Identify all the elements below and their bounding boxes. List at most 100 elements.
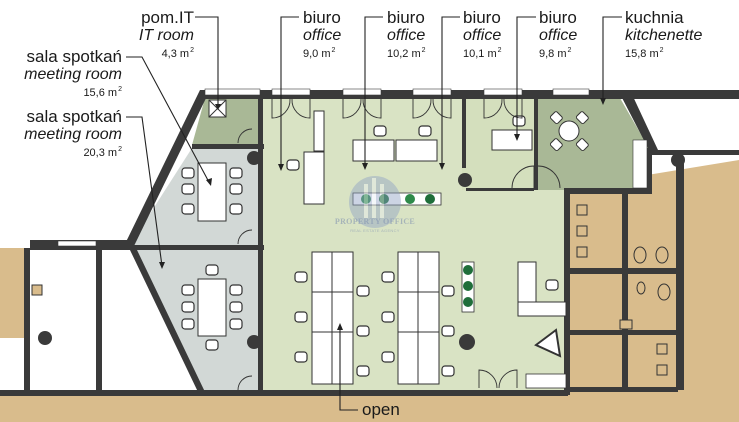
meeting-table: [197, 278, 227, 337]
room-area: 9,0 m2: [303, 47, 336, 60]
label-open-space: open: [362, 400, 400, 419]
room-area: 9,8 m2: [539, 47, 572, 60]
room-area: 15,8 m2: [625, 47, 664, 60]
column: [247, 151, 261, 165]
room-name-pl: kuchnia: [625, 8, 684, 27]
label-office-2: biuro office 10,2 m2: [387, 9, 426, 60]
arrowheads: [159, 98, 606, 330]
leader-lines: [126, 16, 622, 411]
window: [483, 88, 523, 96]
room-name-pl: biuro: [303, 8, 341, 27]
room-name-en: office: [463, 27, 502, 44]
office-4-south-wall: [466, 188, 534, 191]
kitchen-diagonal-wall: [618, 90, 658, 152]
kitchen-east-wall: [646, 148, 652, 194]
room-name-pl: biuro: [539, 8, 577, 27]
desk: [352, 139, 395, 162]
room-name-pl: sala spotkań: [26, 47, 122, 66]
label-meeting-room-1: sala spotkań meeting room 15,6 m2: [24, 48, 122, 99]
window: [271, 88, 311, 96]
room-name-en: office: [539, 27, 578, 44]
room-name-en: office: [387, 27, 426, 44]
label-office-1: biuro office 9,0 m2: [303, 9, 341, 60]
window: [412, 88, 452, 96]
restroom-cross-wall-2: [570, 330, 678, 335]
left-corridor-floor: [0, 248, 24, 338]
room-name-pl: biuro: [463, 8, 501, 27]
meeting-table: [197, 162, 227, 222]
chairs: [181, 115, 559, 377]
doors: [237, 98, 561, 391]
watermark-logo: [349, 176, 401, 228]
meeting-room-2-floor: [130, 250, 262, 392]
column: [671, 153, 685, 167]
left-partition: [96, 248, 102, 393]
desks: [303, 110, 567, 385]
label-office-4: biuro office 9,8 m2: [539, 9, 577, 60]
kitchen-south-wall: [564, 188, 650, 194]
cabinet: [313, 110, 325, 152]
office-partition-2: [534, 98, 538, 190]
window: [342, 88, 382, 96]
room-area: 15,6 m2: [83, 86, 122, 99]
room-name-en: IT room: [138, 27, 194, 44]
room-name-en: kitchenette: [625, 27, 703, 44]
fixtures: [525, 328, 567, 389]
room-name-pl: sala spotkań: [26, 107, 122, 126]
restroom-west-wall: [564, 190, 570, 395]
window: [552, 88, 590, 96]
watermark-subtitle: REAL ESTATE AGENCY: [350, 228, 400, 233]
window: [57, 240, 97, 247]
plants: [352, 192, 475, 313]
windows: [57, 88, 590, 247]
east-wall: [650, 150, 739, 155]
column: [247, 335, 261, 349]
restroom-fixtures: [31, 204, 671, 376]
room-name-pl: biuro: [387, 8, 425, 27]
north-wall: [200, 90, 739, 99]
it-wall: [192, 144, 264, 149]
meeting-furniture: [197, 162, 227, 337]
desk: [517, 261, 537, 303]
column: [459, 334, 475, 350]
room-name-en: meeting room: [24, 126, 122, 143]
meeting-room-1-floor: [130, 148, 262, 245]
window: [204, 88, 261, 96]
room-area: 10,2 m2: [387, 47, 426, 60]
diagonal-wall: [124, 90, 210, 246]
watermark-title: PROPERTY OFFICE: [334, 217, 416, 226]
restroom-east-wall: [676, 160, 684, 390]
label-kitchenette: kuchnia kitchenette 15,8 m2: [625, 9, 702, 60]
restroom-south-wall: [570, 387, 678, 392]
meeting-east-wall: [258, 98, 263, 393]
room-area: 4,3 m2: [161, 47, 194, 60]
desk: [491, 129, 533, 151]
room-area: 10,1 m2: [463, 47, 502, 60]
restroom-mid-wall: [622, 194, 628, 390]
desk: [303, 151, 325, 205]
watermark: PROPERTY OFFICE REAL ESTATE AGENCY: [328, 175, 422, 233]
label-meeting-room-2: sala spotkań meeting room 20,3 m2: [24, 108, 122, 159]
desk: [517, 301, 567, 317]
walls: [0, 90, 739, 396]
desk: [395, 139, 438, 162]
left-west-wall: [24, 248, 30, 393]
restroom-cross-wall-1: [570, 268, 678, 274]
column: [458, 173, 472, 187]
room-name-pl: pom.IT: [141, 8, 194, 27]
kitchen-table: [549, 111, 648, 189]
room-area: 20,3 m2: [83, 146, 122, 159]
columns: [38, 151, 685, 350]
room-name-en: meeting room: [24, 66, 122, 83]
label-it-room: pom.IT IT room 4,3 m2: [139, 9, 194, 60]
corridor-floor: [0, 393, 739, 422]
label-office-3: biuro office 10,1 m2: [463, 9, 502, 60]
meeting-divider: [128, 245, 264, 250]
room-name-en: office: [303, 27, 342, 44]
south-wall: [0, 390, 568, 396]
meeting-diagonal-wall: [130, 250, 205, 392]
restroom-area-floor: [568, 160, 739, 393]
desk-dividers: [312, 252, 439, 384]
office-partition-1: [462, 98, 466, 168]
